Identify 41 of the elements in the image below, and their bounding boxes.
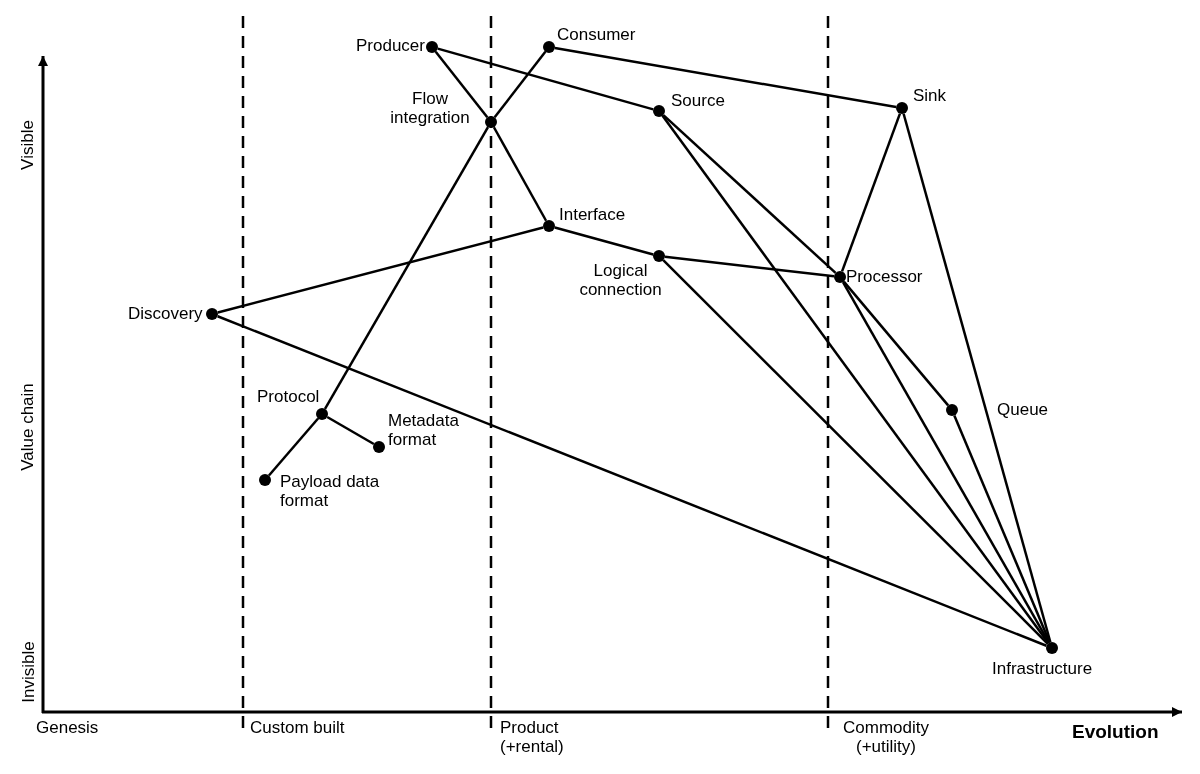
component-label: Interface [559, 206, 626, 225]
dependency-line [267, 417, 320, 477]
dependency-line [842, 280, 950, 407]
component-label: Consumer [557, 26, 636, 45]
component-label: Discovery [128, 305, 203, 324]
axis-label: Visible [17, 120, 38, 170]
dependency-line [326, 415, 375, 446]
dependency-line [554, 226, 654, 256]
dependency-line [840, 113, 902, 272]
component-label: Source [671, 92, 725, 111]
component-label: Payload data format [280, 473, 380, 511]
dependency-line [664, 255, 835, 278]
dependency-line [493, 51, 547, 118]
dependency-line [434, 50, 489, 119]
component-label: Metadata format [388, 412, 460, 450]
dependency-line [217, 315, 1047, 647]
stage-label: Product (+rental) [500, 719, 565, 757]
dependency-line [437, 47, 654, 111]
stage-label: Genesis [36, 719, 99, 738]
axis-title: Evolution [1072, 722, 1159, 743]
component-label: Flow integration [389, 90, 471, 128]
dependency-line [323, 126, 490, 410]
component-label: Processor [846, 268, 923, 287]
component-label: Producer [356, 37, 425, 56]
dependency-line [492, 126, 548, 222]
stage-label: Commodity (+utility) [842, 719, 930, 757]
dependency-line [662, 259, 1049, 645]
dependency-line [217, 226, 544, 314]
dependency-line [841, 281, 1051, 644]
stage-label: Custom built [250, 719, 345, 738]
component-label: Logical connection [578, 262, 663, 300]
component-label: Sink [913, 87, 947, 106]
component-label: Queue [997, 401, 1049, 420]
dependency-line [554, 46, 897, 109]
dependency-line [662, 114, 837, 274]
axis-label: Invisible [18, 641, 39, 703]
dependency-line [953, 415, 1051, 643]
component-label: Protocol [257, 388, 320, 407]
axis-label: Value chain [17, 383, 38, 471]
component-label: Infrastructure [992, 660, 1093, 679]
dependency-line [902, 113, 1052, 643]
